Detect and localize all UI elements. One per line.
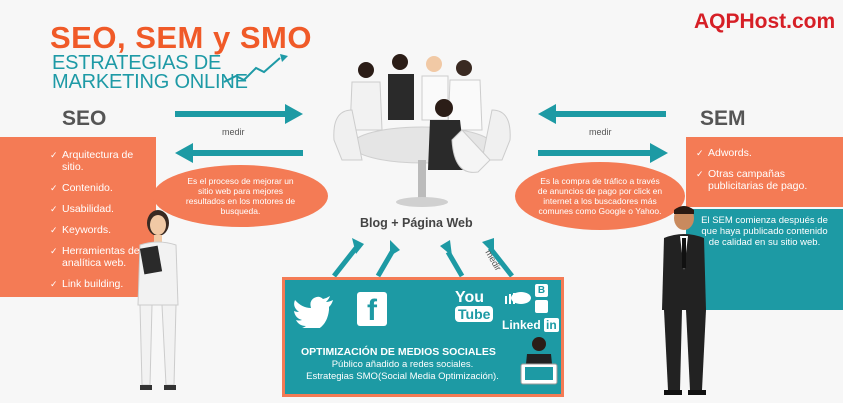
arrow-seo-to-center <box>175 104 303 124</box>
meeting-illustration <box>333 54 511 207</box>
sem-note: El SEM comienza después de que haya publ… <box>686 209 843 310</box>
social-line-1: Público añadido a redes sociales. <box>331 359 474 370</box>
blogger-icon: B <box>535 284 548 297</box>
linkedin-icon: Linked in <box>502 318 559 332</box>
arrow-social-up-3 <box>440 240 465 278</box>
twitter-icon <box>294 296 333 328</box>
facebook-icon: f <box>357 292 387 327</box>
list-item: Keywords. <box>50 224 151 236</box>
blog-web-label: Blog + Página Web <box>360 216 473 230</box>
medir-label-left: medir <box>222 127 245 137</box>
soundcloud-icon <box>505 292 531 304</box>
youtube-tube: Tube <box>455 306 494 322</box>
linkedin-linked: Linked <box>502 318 541 332</box>
subtitle-line-2: MARKETING ONLINE <box>52 71 248 93</box>
person-laptop-figure <box>520 337 558 385</box>
growth-arrow-icon <box>223 54 288 83</box>
businessman-figure <box>662 206 706 395</box>
main-title: SEO, SEM y SMO <box>50 20 312 55</box>
list-item: Herramientas de analítica web. <box>50 245 151 269</box>
social-heading: OPTIMIZACIÓN DE MEDIOS SOCIALES <box>301 346 496 358</box>
subtitle-line-1: ESTRATEGIAS DE <box>52 52 222 74</box>
sem-title: SEM <box>700 107 746 130</box>
arrow-center-to-seo <box>175 143 303 163</box>
seo-panel: Arquitectura de sitio. Contenido. Usabil… <box>0 137 156 297</box>
arrow-social-up-4 <box>482 238 514 278</box>
seo-list: Arquitectura de sitio. Contenido. Usabil… <box>50 149 151 290</box>
brand-logo: AQPHost.com <box>694 10 836 33</box>
arrow-sem-to-center <box>538 104 666 124</box>
subtitle: ESTRATEGIAS DE MARKETING ONLINE <box>52 52 248 93</box>
businesswoman-figure <box>137 210 179 390</box>
social-media-box: f You Tube B Linked in OPTIMIZACIÓN DE M… <box>282 277 564 397</box>
seo-definition-bubble: Es el proceso de mejorar un sitio web pa… <box>153 165 328 227</box>
list-item: Contenido. <box>50 182 151 194</box>
social-line-2: Estrategias SMO(Social Media Optimizació… <box>306 371 499 382</box>
arrow-social-up-1 <box>332 238 364 278</box>
share-icon <box>535 300 548 313</box>
list-item: Link building. <box>50 278 151 290</box>
linkedin-in: in <box>544 318 559 332</box>
sem-definition-bubble: Es la compra de tráfico a través de anun… <box>515 162 685 230</box>
sem-list: Adwords. Otras campañas publicitarias de… <box>696 147 843 192</box>
medir-label-right: medir <box>589 127 612 137</box>
list-item: Adwords. <box>696 147 843 159</box>
list-item: Arquitectura de sitio. <box>50 149 151 173</box>
arrow-center-to-sem <box>538 143 668 163</box>
list-item: Usabilidad. <box>50 203 151 215</box>
youtube-icon: You Tube <box>455 289 494 323</box>
arrow-social-up-2 <box>375 240 400 278</box>
sem-panel: Adwords. Otras campañas publicitarias de… <box>686 137 843 207</box>
list-item: Otras campañas publicitarias de pago. <box>696 168 843 192</box>
youtube-you: You <box>455 289 485 306</box>
seo-title: SEO <box>62 107 107 130</box>
